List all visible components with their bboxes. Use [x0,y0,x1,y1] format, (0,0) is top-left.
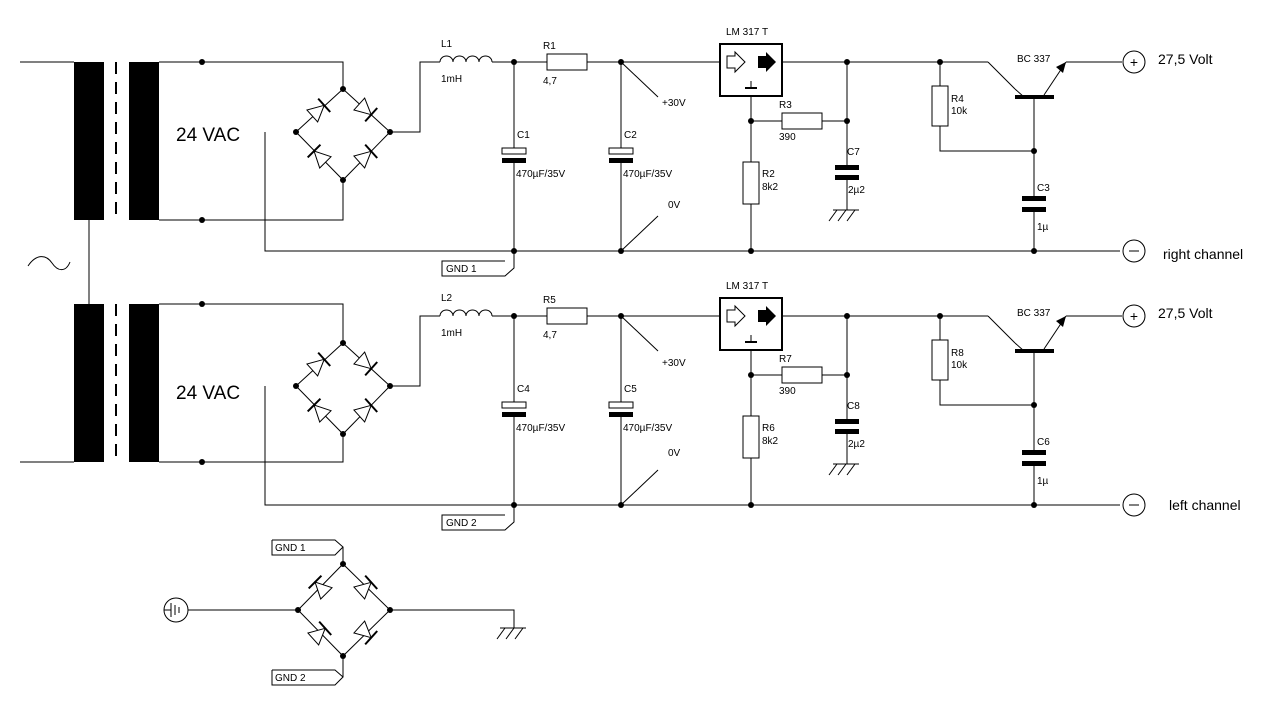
c7-ref: C7 [847,147,860,158]
minus-terminal-1 [1122,239,1146,263]
resistor-r6: R6 8k2 [742,415,779,505]
transistor-bc337-2: BC 337 [987,308,1067,450]
c2-value: 470µF/35V [623,169,672,180]
plus-2: + [1130,308,1138,324]
v-plus-2: +30V [662,358,686,369]
ac-source-icon [27,256,71,271]
c3-value: 1µ [1037,222,1049,233]
r7-ref: R7 [779,354,792,365]
lm317-1-label: LM 317 T [726,27,768,38]
plus-1: + [1130,54,1138,70]
resistor-r2: R2 8k2 [742,161,779,251]
c1-ref: C1 [517,130,530,141]
bc337-1-label: BC 337 [1017,54,1051,65]
channel-right: L1 1mH R1 4,7 C1 470µF/35V C2 470µF/35V [199,27,1243,277]
r1-value: 4,7 [543,76,557,87]
regulator-lm317-2: LM 317 T [719,281,783,351]
junctions-2 [199,301,1037,508]
regulator-lm317-1: LM 317 T [719,27,783,97]
capacitor-c3: C3 1µ [1022,183,1050,251]
v-plus-1: +30V [662,98,686,109]
l2-value: 1mH [441,328,462,339]
resistor-r7: R7 390 [779,354,823,397]
c5-value: 470µF/35V [623,423,672,434]
resistor-r3: R3 390 [779,100,823,143]
r1-ref: R1 [543,41,556,52]
r2-value: 8k2 [762,182,779,193]
capacitor-c6: C6 1µ [1022,437,1050,505]
r8-ref: R8 [951,348,964,359]
l1-ref: L1 [441,39,453,50]
capacitor-c4: C4 470µF/35V [501,316,565,505]
inductor-l1: L1 1mH [439,39,493,85]
channel-left: L2 1mH R5 4,7 C4 470µF/35V C5 470µF/35V … [199,281,1241,531]
gnd-2-label: GND 2 [446,518,477,529]
transformer: 24 VAC 24 VAC [20,61,240,463]
inductor-l2: L2 1mH [439,293,493,339]
capacitor-c7: C7 2µ2 [828,62,865,222]
chassis-ground-icon [496,627,526,640]
secondary-voltage-bottom: 24 VAC [176,383,240,404]
c4-value: 470µF/35V [516,423,565,434]
earth-ground-icon [163,597,189,623]
resistor-r5: R5 4,7 [543,295,588,341]
secondary-voltage-top: 24 VAC [176,125,240,146]
l2-ref: L2 [441,293,453,304]
r4-value: 10k [951,106,968,117]
c6-value: 1µ [1037,476,1049,487]
capacitor-c8: C8 2µ2 [828,316,865,476]
r6-value: 8k2 [762,436,779,447]
output-voltage-1: 27,5 Volt [1158,51,1213,67]
l1-value: 1mH [441,74,462,85]
v-zero-1: 0V [668,200,681,211]
bridge-rectifier-1 [295,88,391,181]
r4-ref: R4 [951,94,964,105]
resistor-r4: R4 10k [931,62,1034,152]
capacitor-c5: C5 470µF/35V [608,316,672,505]
output-voltage-2: 27,5 Volt [1158,305,1213,321]
c6-ref: C6 [1037,437,1050,448]
r5-ref: R5 [543,295,556,306]
ground-bridge-gnd-2: GND 2 [275,673,306,684]
r2-ref: R2 [762,169,775,180]
lm317-2-label: LM 317 T [726,281,768,292]
c1-value: 470µF/35V [516,169,565,180]
ground-bridge-gnd-1: GND 1 [275,543,306,554]
r7-value: 390 [779,386,796,397]
c7-value: 2µ2 [848,185,865,196]
capacitor-c1: C1 470µF/35V [501,62,565,251]
resistor-r8: R8 10k [931,316,1034,406]
r6-ref: R6 [762,423,775,434]
gnd-tag-2: GND 2 [441,505,515,531]
c4-ref: C4 [517,384,530,395]
r8-value: 10k [951,360,968,371]
channel-name-2: left channel [1169,497,1241,513]
plus-terminal-2: + [1122,304,1146,328]
c8-value: 2µ2 [848,439,865,450]
transistor-bc337-1: BC 337 [987,54,1067,196]
r3-value: 390 [779,132,796,143]
ground-bridge: GND 1 GND 2 [163,539,526,686]
junctions-1 [199,59,1037,254]
plus-terminal-1: + [1122,50,1146,74]
c3-ref: C3 [1037,183,1050,194]
resistor-r1: R1 4,7 [543,41,588,87]
bridge-rectifier-2 [295,342,391,435]
gnd-1-label: GND 1 [446,264,477,275]
c5-ref: C5 [624,384,637,395]
capacitor-c2: C2 470µF/35V [608,62,672,251]
gnd-tag-1: GND 1 [441,251,515,277]
channel-name-1: right channel [1163,246,1243,262]
r5-value: 4,7 [543,330,557,341]
c2-ref: C2 [624,130,637,141]
bc337-2-label: BC 337 [1017,308,1051,319]
c8-ref: C8 [847,401,860,412]
v-zero-2: 0V [668,448,681,459]
minus-terminal-2 [1122,493,1146,517]
r3-ref: R3 [779,100,792,111]
